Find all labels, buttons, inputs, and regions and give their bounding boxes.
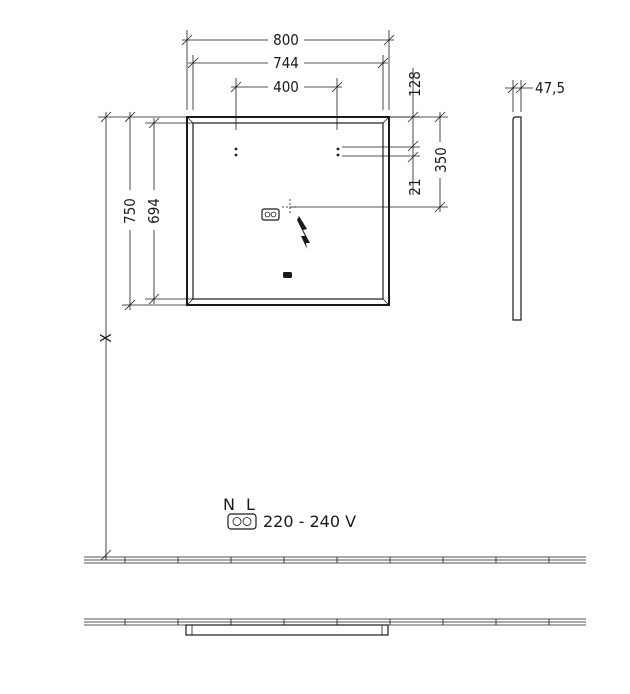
live-label: L — [246, 495, 255, 514]
dimension-750: 750 — [121, 111, 187, 311]
dimension-350: 350 — [390, 111, 450, 213]
dimension-47-5: 47,5 — [505, 79, 565, 112]
voltage-label: 220 - 240 V — [263, 512, 356, 531]
dim-label-21: 21 — [406, 178, 424, 195]
dim-label-400: 400 — [273, 78, 299, 96]
sensor-icon — [283, 272, 292, 278]
dim-label-350: 350 — [432, 147, 450, 173]
lightning-bolt-icon — [297, 216, 310, 249]
dim-label-x: X — [97, 333, 115, 342]
mounting-point-icon — [336, 147, 340, 157]
crosshair-marker — [282, 199, 298, 215]
mirror-front-view — [186, 116, 390, 306]
neutral-label: N — [223, 495, 235, 514]
dim-label-750: 750 — [121, 198, 139, 224]
dimension-694: 694 — [145, 117, 193, 305]
power-socket-icon — [227, 513, 257, 530]
mirror-side-view — [512, 116, 522, 321]
dimension-800: 800 — [181, 30, 395, 110]
dimension-744: 744 — [187, 54, 389, 110]
dimension-x: X — [97, 111, 187, 561]
dimension-400: 400 — [230, 78, 343, 130]
dim-label-694: 694 — [145, 198, 163, 224]
floor-line-lower — [84, 618, 586, 626]
dim-label-800: 800 — [273, 31, 299, 49]
dim-label-744: 744 — [273, 54, 299, 72]
power-socket-icon — [261, 208, 280, 221]
dimension-128: 128 21 — [390, 68, 424, 196]
mounting-point-icon — [234, 147, 238, 157]
power-legend: N L 220 - 240 V — [223, 495, 356, 531]
floor-line-upper — [84, 556, 586, 564]
dim-label-128: 128 — [406, 71, 424, 97]
mirror-top-view — [185, 624, 389, 636]
dim-label-47-5: 47,5 — [535, 79, 565, 97]
